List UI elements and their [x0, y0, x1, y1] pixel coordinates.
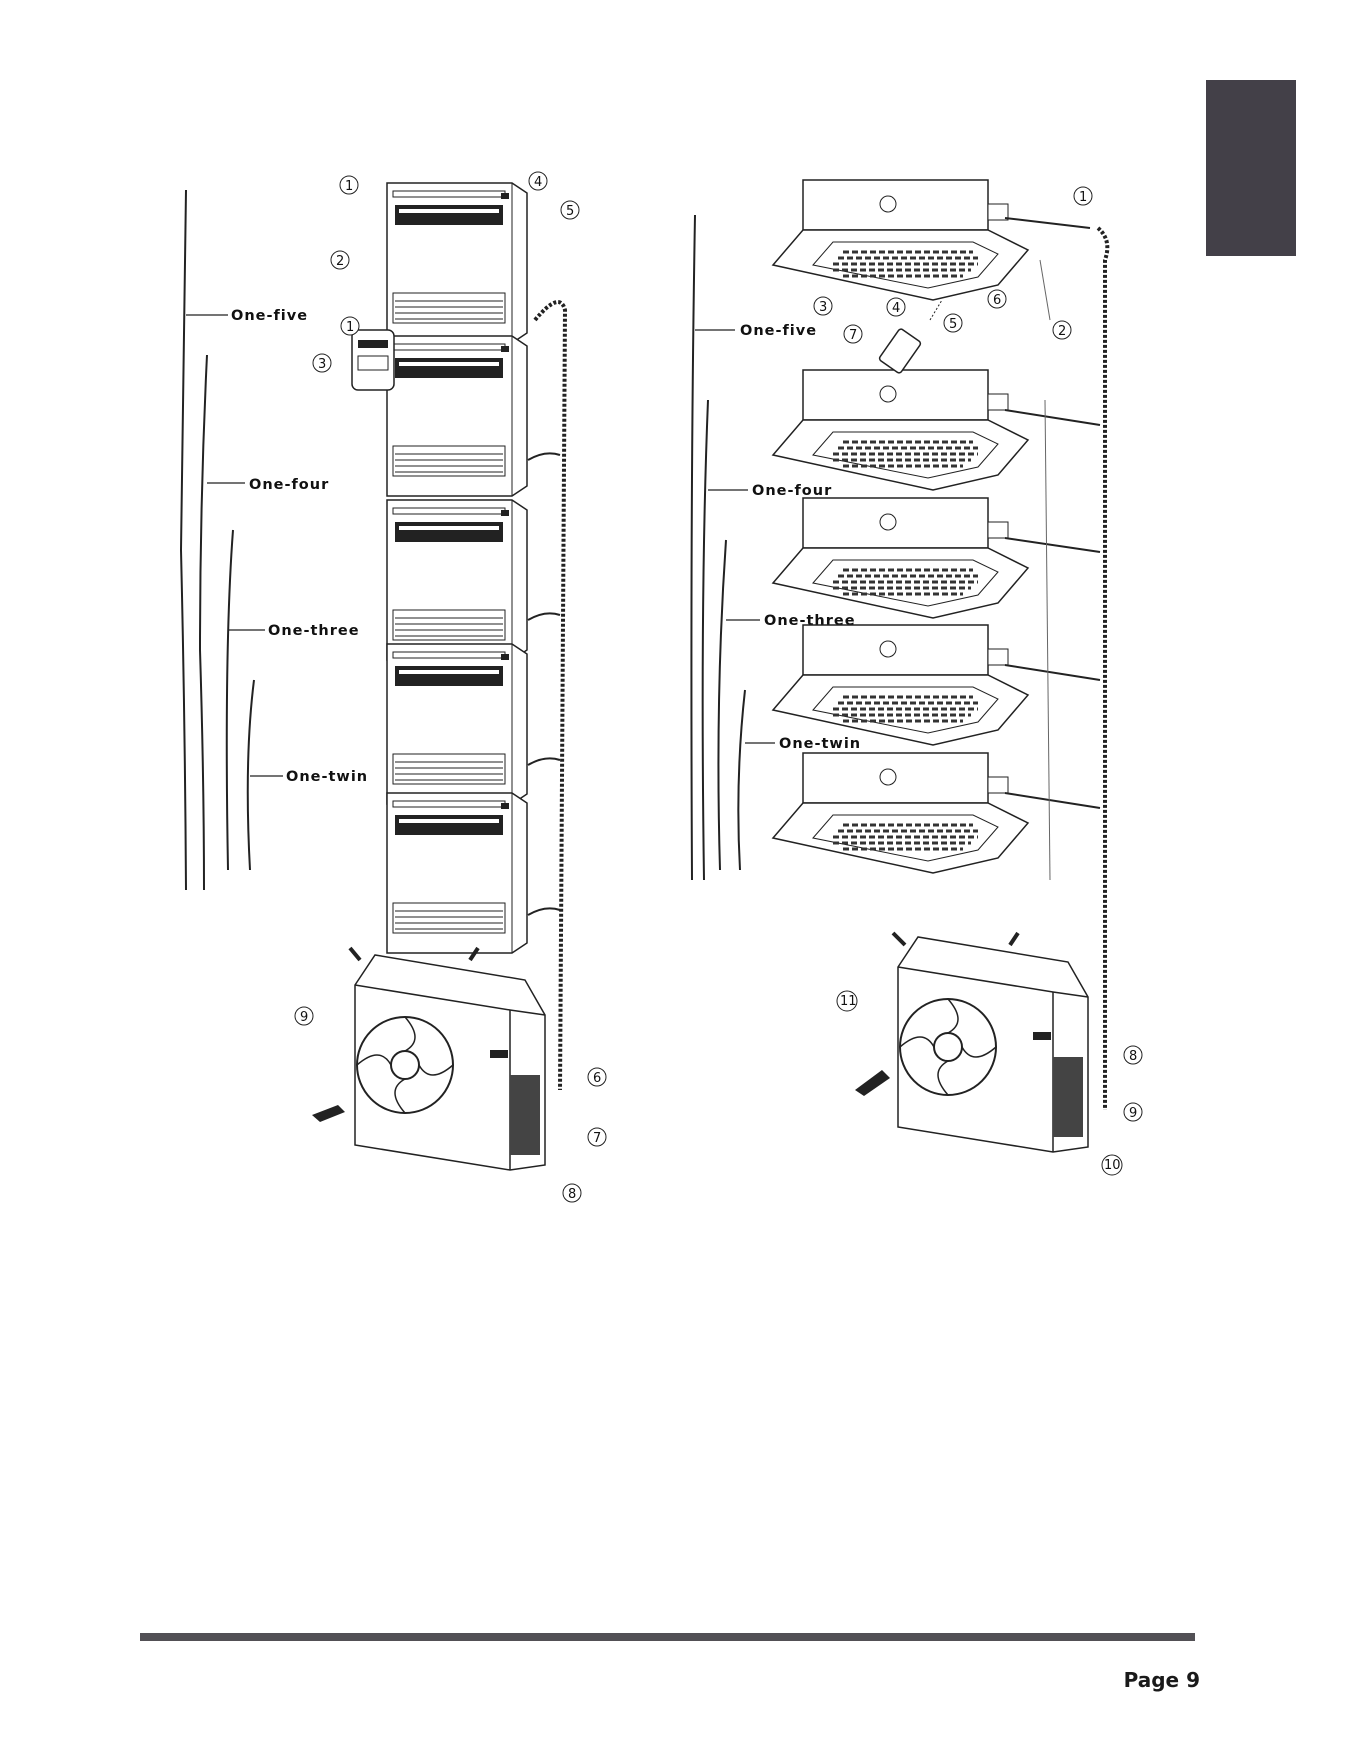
right-callout-5: 5 [949, 317, 957, 332]
right-cassette-system: One-five One-four One-three One-twin [691, 180, 1142, 1175]
right-callout-3: 3 [819, 300, 827, 315]
right-indoor-unit-4 [773, 625, 1028, 745]
left-indoor-unit-5 [387, 793, 527, 953]
left-callout-2: 2 [336, 254, 344, 269]
right-indoor-unit-2 [773, 370, 1028, 490]
left-indoor-unit-1 [387, 183, 527, 343]
left-label-one-five: One-five [231, 308, 308, 324]
right-callout-4: 4 [892, 301, 900, 316]
left-callout-1b: 1 [346, 320, 354, 335]
left-callout-7: 7 [593, 1131, 601, 1146]
right-indoor-unit-1 [773, 180, 1028, 300]
left-callout-8: 8 [568, 1187, 576, 1202]
left-floor-ceiling-system: One-five One-four One-three One-twin 1 [181, 172, 606, 1202]
right-indoor-unit-5 [773, 753, 1028, 873]
left-indoor-unit-4 [387, 644, 527, 804]
right-callout-8: 8 [1129, 1049, 1137, 1064]
right-callout-9: 9 [1129, 1106, 1137, 1121]
left-indoor-unit-3 [387, 500, 527, 660]
right-callout-10: 10 [1104, 1158, 1121, 1173]
right-callout-7: 7 [849, 328, 857, 343]
left-callout-3: 3 [318, 357, 326, 372]
left-callout-9: 9 [300, 1010, 308, 1025]
left-callout-4: 4 [534, 175, 542, 190]
right-label-one-twin: One-twin [779, 736, 861, 752]
page-number: Page 9 [1100, 1668, 1200, 1692]
right-callout-11: 11 [840, 994, 857, 1009]
left-outdoor-unit [355, 955, 545, 1170]
right-callout-2: 2 [1058, 324, 1066, 339]
right-outdoor-unit [898, 937, 1088, 1152]
left-label-one-four: One-four [249, 477, 329, 493]
right-remote-control-icon [878, 328, 921, 374]
right-label-one-four: One-four [752, 483, 832, 499]
left-callout-5: 5 [566, 204, 574, 219]
footer-rule [140, 1633, 1195, 1641]
left-label-one-twin: One-twin [286, 769, 368, 785]
left-label-one-three: One-three [268, 623, 360, 639]
right-callout-6: 6 [993, 293, 1001, 308]
left-callout-1a: 1 [345, 179, 353, 194]
right-callout-1: 1 [1079, 190, 1087, 205]
left-callout-6: 6 [593, 1071, 601, 1086]
right-indoor-unit-3 [773, 498, 1028, 618]
right-label-one-five: One-five [740, 323, 817, 339]
left-indoor-unit-2 [387, 336, 527, 496]
